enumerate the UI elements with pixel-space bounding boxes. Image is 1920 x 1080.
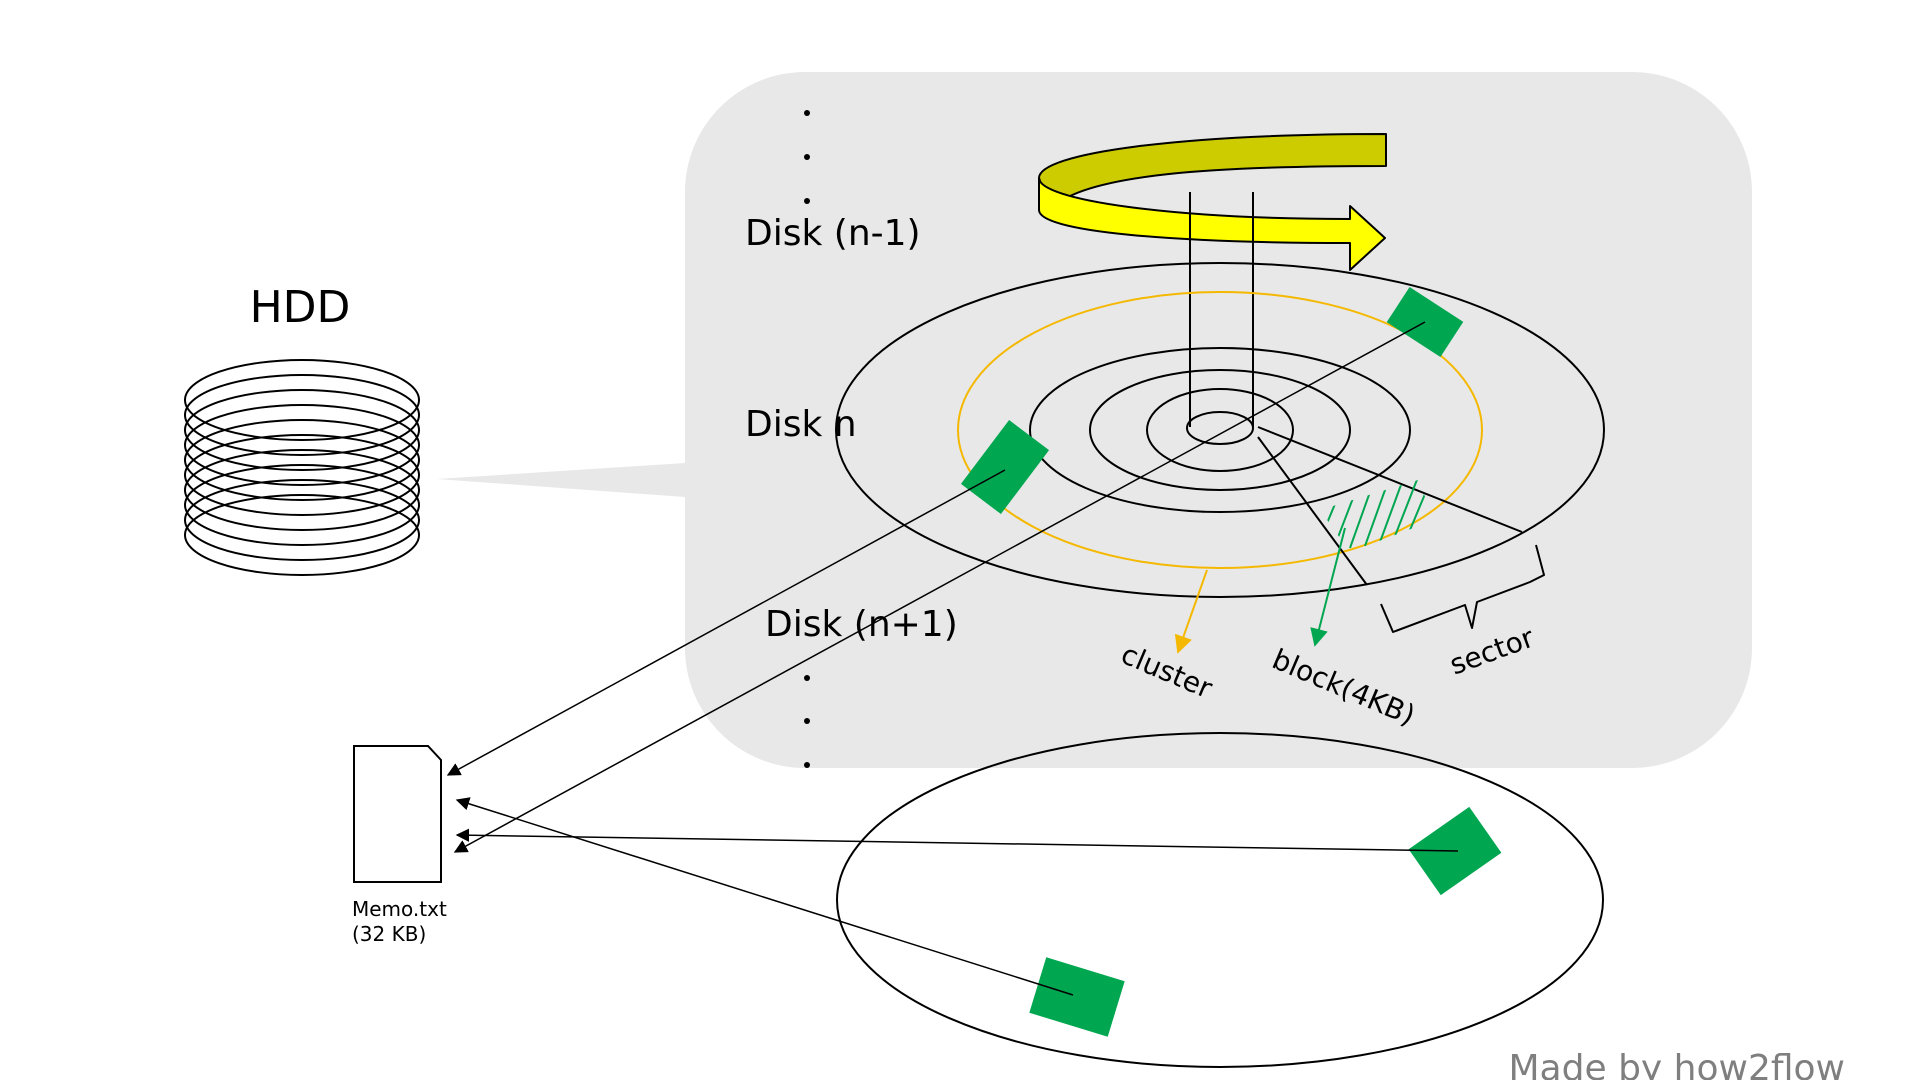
hdd-title: HDD	[250, 282, 351, 333]
cluster-track	[957, 291, 1483, 569]
callout-box	[437, 72, 1752, 768]
spindle-lines	[1189, 192, 1254, 427]
disk-prev-label: Disk (n-1)	[745, 213, 921, 254]
credit-text: Made by how2flow	[1509, 1048, 1846, 1080]
pointer-line-2	[453, 321, 1426, 853]
ellipsis-dots-bottom	[804, 675, 810, 768]
disk-n-platter	[835, 262, 1605, 598]
block-disk-n-2	[960, 420, 1050, 514]
pointer-line-3	[455, 828, 1459, 852]
pointer-line-1	[446, 469, 1006, 776]
disk-next-label: Disk (n+1)	[765, 604, 958, 645]
block-disk-next-2	[1029, 957, 1125, 1037]
pointer-line-4	[455, 797, 1074, 996]
block-arrow	[1310, 527, 1346, 647]
file-name: Memo.txt	[352, 897, 447, 921]
rotation-arrow-icon	[1038, 133, 1387, 271]
cluster-arrow	[1174, 569, 1208, 654]
document-icon	[353, 745, 442, 883]
disk-next-platter	[836, 732, 1604, 1068]
stacked-platters-icon	[184, 359, 420, 576]
disk-current-label: Disk n	[745, 404, 857, 445]
ellipsis-dots-top	[804, 110, 810, 204]
sector-brace	[1380, 544, 1545, 633]
file-size: (32 KB)	[352, 922, 426, 946]
sector-boundaries	[1257, 426, 1523, 586]
